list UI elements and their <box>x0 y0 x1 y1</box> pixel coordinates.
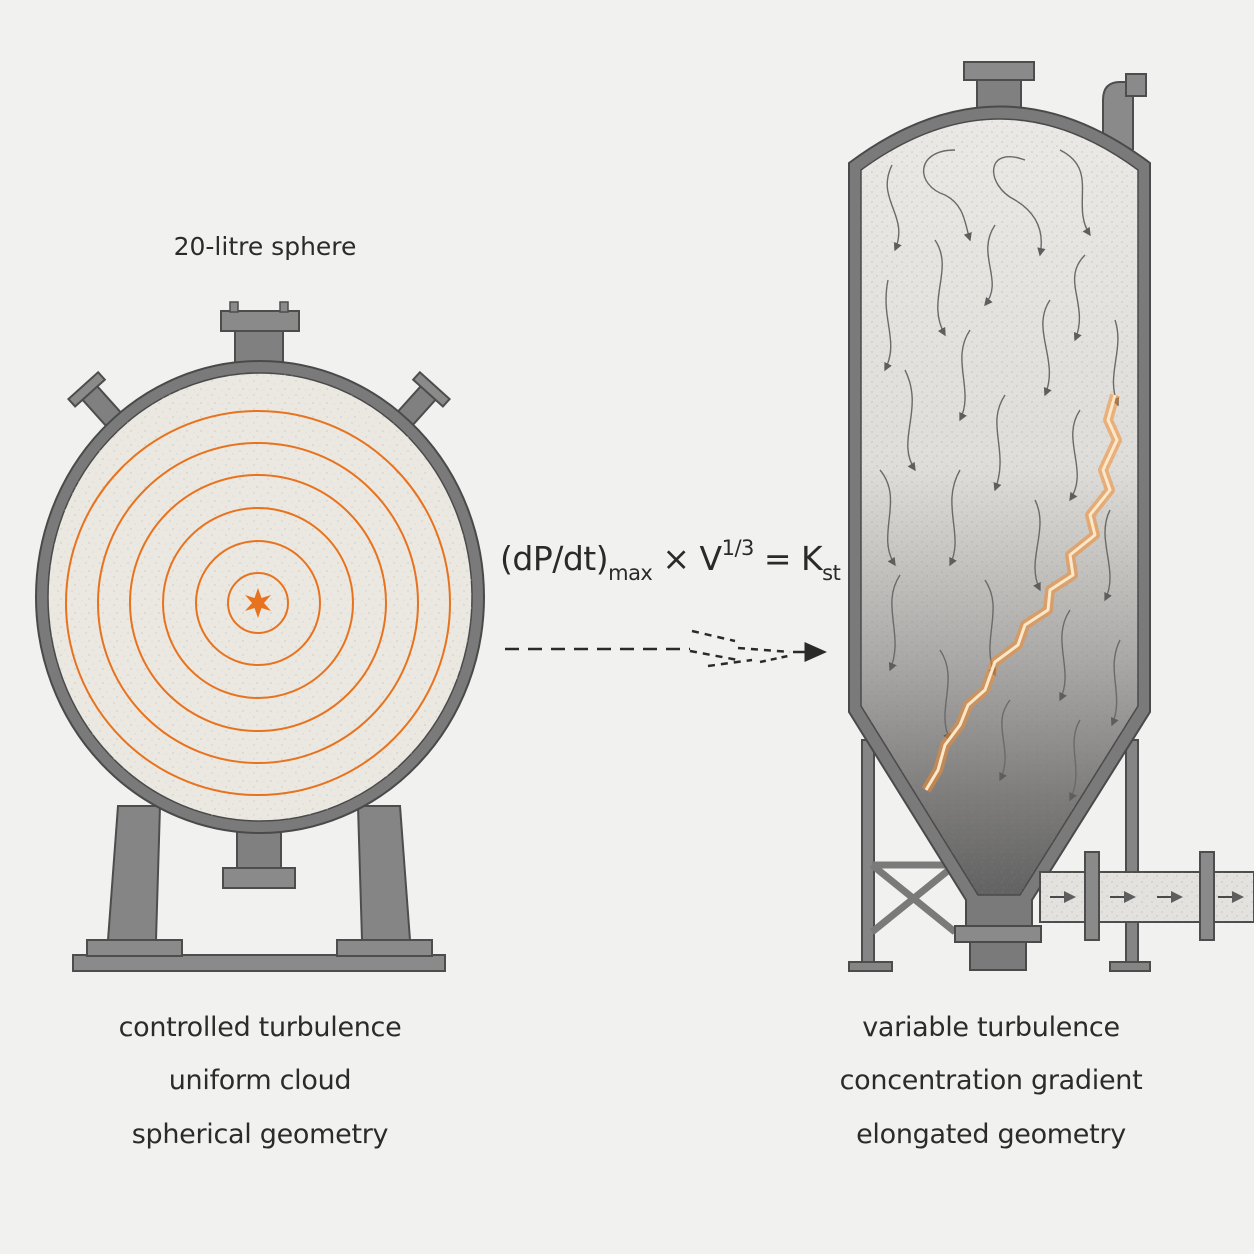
sphere-caption-geometry: spherical geometry <box>131 1119 389 1150</box>
silo-vessel <box>848 61 1254 972</box>
sphere-title: 20-litre sphere <box>173 232 357 261</box>
formula-equals: = K <box>753 539 823 578</box>
sphere-leg-left <box>106 805 162 941</box>
sphere-base-plate <box>72 954 446 972</box>
silo-caption-gradient: concentration gradient <box>839 1065 1143 1096</box>
silo-caption-geometry: elongated geometry <box>856 1119 1126 1150</box>
sphere-caption-turbulence: controlled turbulence <box>118 1012 402 1043</box>
formula-exponent: 1/3 <box>721 536 755 560</box>
sphere-vessel <box>35 301 485 972</box>
flame-front-rings <box>65 410 451 796</box>
formula-rhs-subscript: st <box>822 561 841 585</box>
flow-arrow-icon <box>505 629 827 668</box>
formula-lhs: (dP/dt) <box>500 539 609 578</box>
silo-caption-turbulence: variable turbulence <box>862 1012 1120 1043</box>
flame-front-icon <box>921 393 1122 793</box>
scaling-formula: (dP/dt)max × V1/3 = Kst <box>500 536 841 585</box>
sphere-leg-right <box>356 805 412 941</box>
formula-times: × V <box>652 539 722 578</box>
sphere-caption-cloud: uniform cloud <box>168 1065 352 1096</box>
formula-lhs-subscript: max <box>608 561 653 585</box>
ignition-star-icon <box>245 588 271 618</box>
